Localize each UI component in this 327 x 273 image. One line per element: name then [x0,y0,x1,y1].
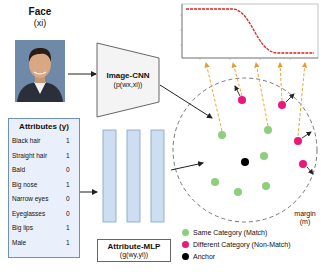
node-text: (xi) [12,18,68,28]
legend-swatch [182,229,189,236]
legend-swatch [182,253,189,260]
attribute-value: 1 [66,137,70,144]
embedding-points [211,96,307,196]
attribute-name: Straight hair [12,152,47,159]
attribute-name: Big lips [12,224,33,231]
face-photo [15,40,65,102]
attribute-value: 1 [66,224,70,231]
attribute-name: Narrow eyes [12,195,48,202]
legend-text: Same Category (Match) [193,229,267,236]
node-text: Attributes (y) [9,122,79,131]
mlp-caption-box: Attribute-MLP(g(wy,yi)) [97,239,171,262]
mlp-layers [97,126,171,226]
connector-arrow [68,74,96,75]
legend-row: Different Category (Non-Match) [182,241,291,248]
legend-text: Different Category (Non-Match) [193,241,291,248]
attribute-value: 0 [66,210,70,217]
node-text: Attribute-MLP [99,242,169,251]
node-text: Image-CNN [96,71,160,80]
mlp-block: Attribute-MLP(g(wy,yi)) [97,126,171,262]
node-text: (g(wy,yi)) [99,251,169,259]
face-input: Face(xi) [12,6,68,106]
attribute-value: 1 [66,152,70,159]
node-text: (p(wx,xi)) [96,81,160,89]
attribute-name: Eyeglasses [12,210,45,217]
attribute-name: Big nose [12,181,37,188]
attribute-value: 1 [66,181,70,188]
cnn-trapezoid: Image-CNN(p(wx,xi)) [96,42,160,118]
push-arrows [235,86,313,174]
attribute-name: Male [12,239,26,246]
legend-row: Anchor [182,253,215,260]
attribute-value: 1 [66,239,70,246]
embedding-circle [173,78,317,222]
legend-row: Same Category (Match) [182,229,267,236]
score-leaders [206,63,305,136]
attribute-name: Bald [12,166,25,173]
attribute-value: 0 [66,195,70,202]
margin-label: margin (m) [292,210,318,225]
attribute-value: 0 [66,166,70,173]
connector-arrow [80,192,97,193]
attribute-name: Black hair [12,137,41,144]
sigmoid-plot [180,4,318,60]
legend-swatch [182,241,189,248]
embedding-arrows [160,85,212,170]
input-title: Face [12,6,68,18]
legend-text: Anchor [193,253,215,260]
